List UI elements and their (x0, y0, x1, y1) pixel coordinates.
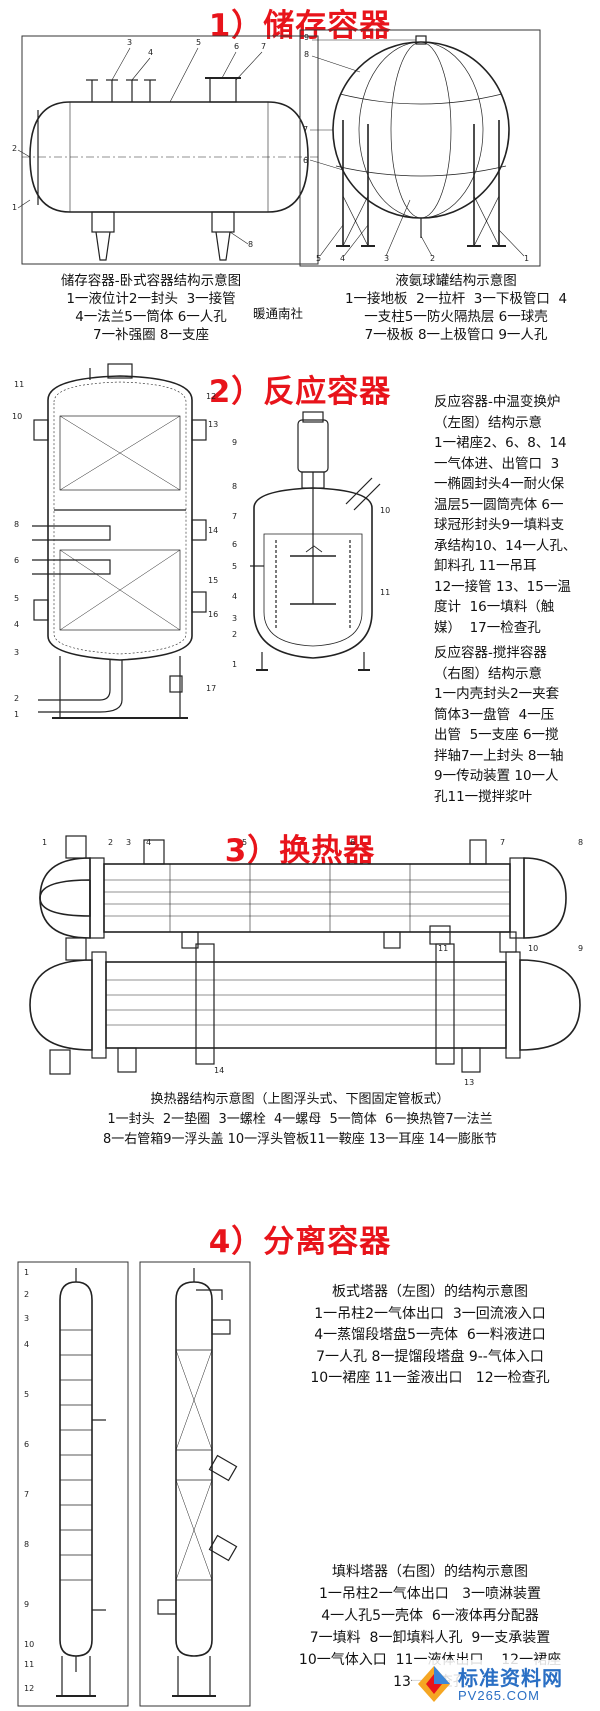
fixed-tubesheet-exchanger-drawing (29, 925, 581, 1075)
stir-label-7: 7 (232, 512, 238, 521)
stir-label-9: 9 (232, 438, 238, 447)
sphere-label-6: 6 (303, 156, 309, 165)
plate-tower-drawing (17, 1261, 129, 1707)
shift-label-2: 2 (14, 694, 20, 703)
brand-logo-icon (418, 1666, 450, 1702)
plate-label-11: 11 (24, 1660, 35, 1669)
plate-label-4: 4 (24, 1340, 30, 1349)
shift-label-12: 12 (206, 392, 217, 401)
stir-label-10: 10 (380, 506, 391, 515)
exchanger-label-8: 8 (578, 838, 584, 847)
plate-label-2: 2 (24, 1290, 30, 1299)
stir-label-5: 5 (232, 562, 238, 571)
plate-label-7: 7 (24, 1490, 30, 1499)
sphere-label-7: 7 (303, 125, 309, 134)
shift-label-10: 10 (12, 412, 23, 421)
exchanger-label-4: 4 (146, 838, 152, 847)
plate-label-8: 8 (24, 1540, 30, 1549)
exchanger-label-9: 9 (578, 944, 584, 953)
watermark-logo: 标准资料网 PV265.COM (412, 1660, 596, 1708)
watermark-brand: 标准资料网 (458, 1668, 563, 1690)
sphere-label-8: 8 (304, 50, 310, 59)
shift-label-5: 5 (14, 594, 20, 603)
middle-note: 暖通南社 (252, 306, 303, 321)
shift-label-11: 11 (14, 380, 25, 389)
horizontal-label-6: 6 (234, 42, 240, 51)
spherical-tank-drawing (299, 29, 541, 267)
horizontal-vessel-caption: 储存容器-卧式容器结构示意图 1一液位计2一封头 3一接管 4一法兰5一筒体 6… (60, 273, 242, 343)
plate-label-6: 6 (24, 1440, 30, 1449)
exchanger-label-2: 2 (108, 838, 114, 847)
exchanger-label-1: 1 (42, 838, 48, 847)
horizontal-label-2: 2 (12, 144, 18, 153)
sphere-label-5: 5 (316, 254, 322, 263)
plate-tower-caption: 板式塔器（左图）的结构示意图 1一吊柱2一气体出口 3一回流液入口 4一蒸馏段塔… (310, 1284, 550, 1386)
shift-label-15: 15 (208, 576, 219, 585)
shift-label-6: 6 (14, 556, 20, 565)
stir-label-11: 11 (380, 588, 391, 597)
exchanger-label-14: 14 (214, 1066, 225, 1075)
horizontal-label-7: 7 (261, 42, 267, 51)
horizontal-label-8: 8 (248, 240, 254, 249)
sphere-tank-caption: 液氨球罐结构示意图 1一接地板 2一拉杆 3一下极管口 4 一支柱5一防火隔热层… (344, 273, 568, 343)
plate-label-5: 5 (24, 1390, 30, 1399)
shift-label-1: 1 (14, 710, 20, 719)
stirred-reactor-drawing (250, 411, 381, 671)
shift-label-4: 4 (14, 620, 20, 629)
exchanger-label-6: 6 (350, 838, 356, 847)
horizontal-label-5: 5 (196, 38, 202, 47)
watermark-site: PV265.COM (458, 1688, 540, 1703)
stir-label-3: 3 (232, 614, 238, 623)
horizontal-label-4: 4 (148, 48, 154, 57)
shift-label-13: 13 (208, 420, 219, 429)
stir-label-1: 1 (232, 660, 238, 669)
floating-head-exchanger-drawing (39, 835, 567, 961)
exchanger-label-13: 13 (464, 1078, 475, 1087)
exchanger-label-5: 5 (242, 838, 248, 847)
packed-tower-drawing (139, 1261, 251, 1707)
shift-label-3: 3 (14, 648, 20, 657)
shift-label-14: 14 (208, 526, 219, 535)
exchanger-label-11: 11 (438, 944, 449, 953)
exchanger-label-7: 7 (500, 838, 506, 847)
sphere-label-3: 3 (384, 254, 390, 263)
shift-label-8: 8 (14, 520, 20, 529)
plate-label-9: 9 (24, 1600, 30, 1609)
exchanger-label-3: 3 (126, 838, 132, 847)
sphere-label-4: 4 (340, 254, 346, 263)
plate-label-3: 3 (24, 1314, 30, 1323)
sphere-label-9: 9 (304, 33, 310, 42)
exchanger-label-10: 10 (528, 944, 539, 953)
sphere-label-1: 1 (524, 254, 530, 263)
exchanger-caption: 换热器结构示意图（上图浮头式、下图固定管板式） 1一封头 2一垫圈 3一螺栓 4… (102, 1092, 498, 1147)
horizontal-label-1: 1 (12, 203, 18, 212)
stirred-reactor-caption: 反应容器-搅拌容器 （右图）结构示意 1一内壳封头2一夹套 筒体3一盘管 4一压… (434, 645, 564, 805)
plate-label-10: 10 (24, 1640, 35, 1649)
stir-label-8: 8 (232, 482, 238, 491)
plate-label-12: 12 (24, 1684, 35, 1693)
horizontal-label-3: 3 (127, 38, 133, 47)
stir-label-4: 4 (232, 592, 238, 601)
stir-label-6: 6 (232, 540, 238, 549)
shift-label-16: 16 (208, 610, 219, 619)
sphere-label-2: 2 (430, 254, 436, 263)
horizontal-vessel-drawing (17, 35, 319, 265)
plate-label-1: 1 (24, 1268, 30, 1277)
shift-converter-drawing (32, 363, 207, 719)
shift-label-17: 17 (206, 684, 217, 693)
shift-converter-caption: 反应容器-中温变换炉 （左图）结构示意 1一裙座2、6、8、14 一气体进、出管… (434, 394, 577, 636)
stir-label-2: 2 (232, 630, 238, 639)
